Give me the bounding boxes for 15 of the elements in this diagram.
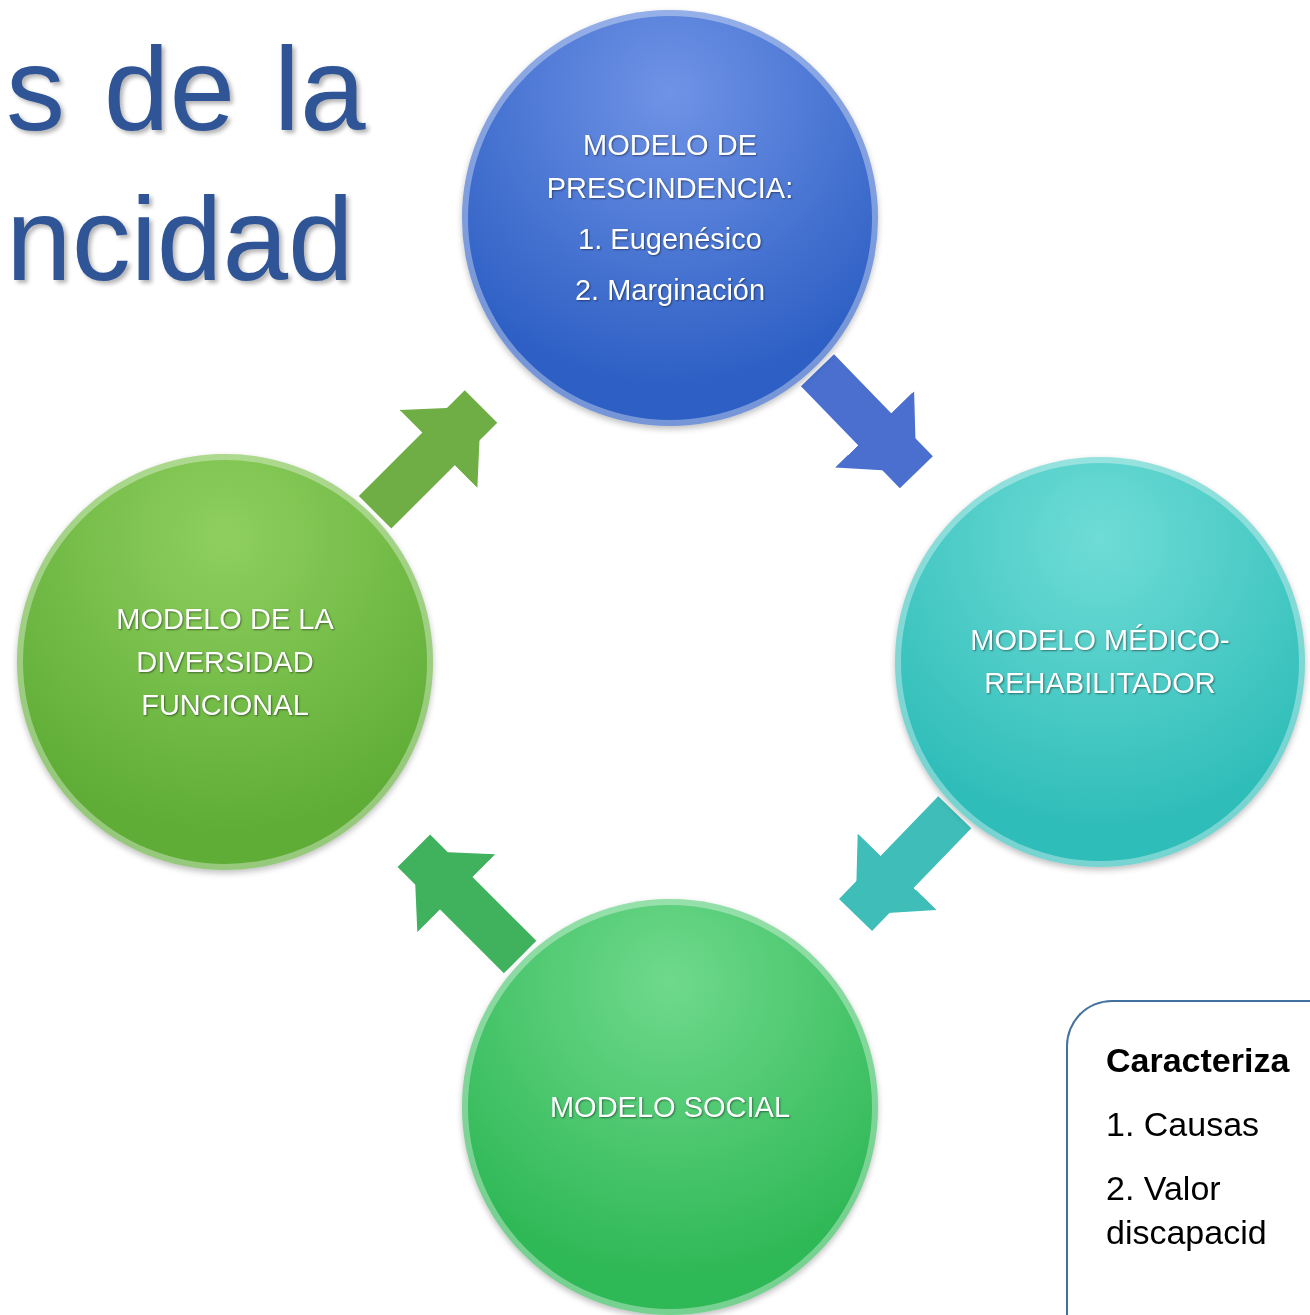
block-arrow	[801, 354, 933, 489]
slide-title: s de la ncidad	[6, 22, 366, 307]
node-text: MODELO MÉDICO-REHABILITADOR	[969, 623, 1231, 701]
node-text: 2. Marginación	[574, 273, 766, 308]
node-text: 1. Eugenésico	[578, 222, 762, 257]
block-arrow	[839, 796, 972, 931]
node-text: MODELO DE PRESCINDENCIA:	[545, 128, 795, 206]
node-text: MODELO SOCIAL	[549, 1089, 791, 1125]
text-box	[1066, 1000, 1310, 1315]
box-heading: Caracteriza	[1106, 1040, 1291, 1081]
block-arrow	[358, 390, 498, 529]
block-arrow	[397, 834, 537, 974]
node-text: 1. Causas	[1106, 1104, 1261, 1145]
node-text: 2. Valor discapacid	[1106, 1168, 1268, 1253]
node-text: MODELO DE LA DIVERSIDAD FUNCIONAL	[115, 601, 335, 723]
